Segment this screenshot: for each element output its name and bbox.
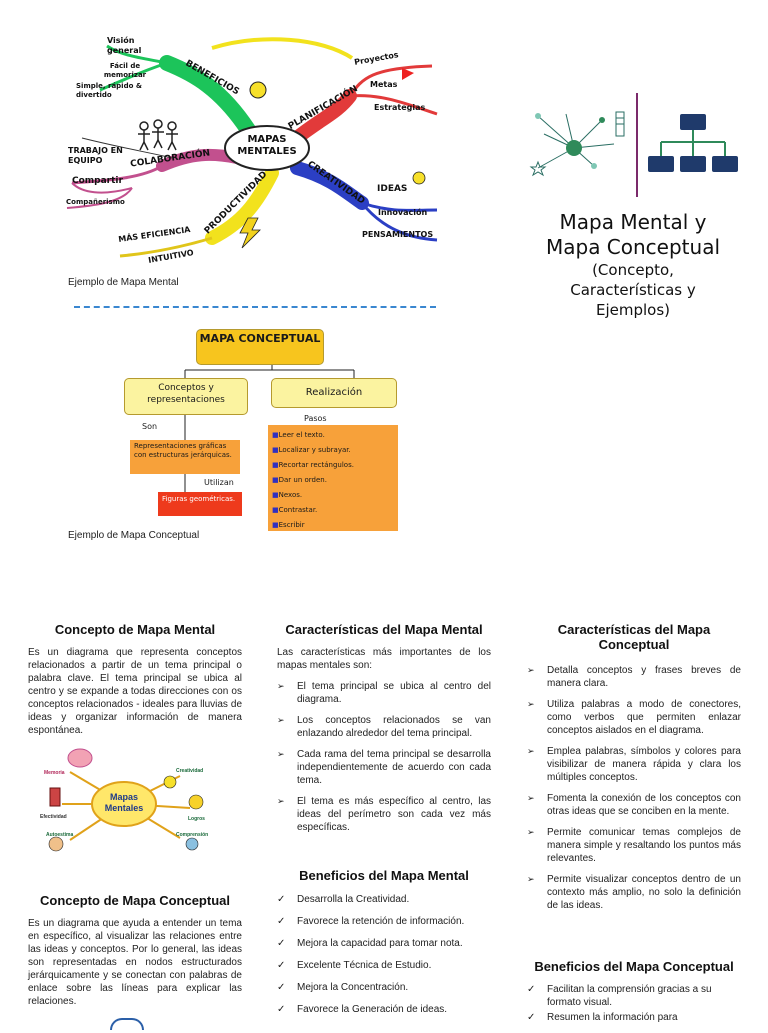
concepto-mapa-mental-text: Es un diagrama que representa conceptos …	[28, 647, 242, 736]
concept-repr-box: Representaciones gráficas con estructura…	[130, 440, 240, 474]
concept-figuras-label: Figuras geométricas.	[162, 495, 236, 503]
beneficios-mapa-mental-list: Desarrolla la Creatividad. Favorece la r…	[277, 893, 491, 1016]
list-item: Detalla conceptos y frases breves de man…	[527, 664, 741, 690]
leaf-facil: Fácil de memorizar	[103, 62, 147, 79]
list-item: Favorece la Generación de ideas.	[277, 1003, 491, 1016]
concept-repr-label: Representaciones gráficas con estructura…	[134, 442, 232, 459]
concept-steps-box: ■Leer el texto. ■Localizar y subrayar. ■…	[268, 425, 398, 531]
beneficios-mapa-conceptual-list: Facilitan la comprensión gracias a su fo…	[527, 983, 741, 1024]
mini-label-creatividad: Creatividad	[176, 768, 204, 774]
org-chart-icon	[648, 114, 738, 172]
document-subtitle: (Concepto, Características y Ejemplos)	[570, 261, 696, 319]
mini-label-efectividad: Efectividad	[40, 814, 67, 820]
leaf-trabajo: TRABAJO EN EQUIPO	[68, 146, 123, 165]
concepto-mapa-conceptual-text: Es un diagrama que ayuda a entender un t…	[28, 918, 242, 1007]
mind-map-center-label: MAPAS MENTALES	[237, 134, 297, 157]
list-item: El tema principal se ubica al centro del…	[277, 680, 491, 706]
concept-map-caption: Ejemplo de Mapa Conceptual	[68, 530, 200, 541]
mini-mind-map-drawing	[48, 748, 204, 852]
step-item: ■Escribir	[272, 521, 305, 529]
leaf-vision: Visión general	[107, 36, 142, 55]
mind-map-caption: Ejemplo de Mapa Mental	[68, 277, 179, 288]
step-item: ■Nexos.	[272, 491, 303, 499]
list-item: Permite visualizar conceptos dentro de u…	[527, 873, 741, 912]
document-title-line2: Mapa Conceptual	[545, 235, 721, 259]
list-item: Favorece la retención de información.	[277, 915, 491, 928]
column-1: Concepto de Mapa Mental Es un diagrama q…	[28, 622, 242, 737]
caracteristicas-mapa-mental-heading: Características del Mapa Mental	[285, 622, 483, 637]
concept-right-label: Realización	[305, 387, 363, 398]
concept-right-node: Realización	[271, 378, 397, 408]
leaf-estrategias: Estrategias	[374, 103, 426, 112]
mini-label-memoria: Memoria	[44, 770, 65, 776]
column-3-lower: Beneficios del Mapa Conceptual Facilitan…	[527, 959, 741, 1033]
column-1-lower: Concepto de Mapa Conceptual Es un diagra…	[28, 893, 242, 1008]
column-3: Características del Mapa Conceptual Deta…	[527, 622, 741, 920]
list-item: Mejora la capacidad para tomar nota.	[277, 937, 491, 950]
step-item: ■Contrastar.	[272, 506, 318, 514]
leaf-pensamientos: PENSAMIENTOS	[362, 230, 434, 239]
caracteristicas-intro: Las características más importantes de l…	[277, 647, 491, 671]
section-divider	[74, 306, 436, 308]
list-item: Los conceptos relacionados se van enlaza…	[277, 714, 491, 740]
concept-map-icon	[646, 112, 740, 176]
leaf-ideas: IDEAS	[377, 184, 408, 194]
mini-label-logros: Logros	[188, 816, 205, 822]
list-item: Mejora la Concentración.	[277, 981, 491, 994]
mind-map-illustration: MAPAS MENTALES BENEFICIOS PLANIFICACIÓN …	[62, 18, 444, 282]
list-item: Permite comunicar temas complejos de man…	[527, 826, 741, 865]
concept-left-node: Conceptos y representaciones	[124, 378, 248, 415]
beneficios-mapa-mental-heading: Beneficios del Mapa Mental	[299, 868, 469, 883]
list-item: Cada rama del tema principal se desarrol…	[277, 748, 491, 787]
concept-root-label: MAPA CONCEPTUAL	[199, 332, 321, 345]
column-2: Características del Mapa Mental Las cara…	[277, 622, 491, 842]
step-item: ■Localizar y subrayar.	[272, 446, 351, 454]
list-item: Excelente Técnica de Estudio.	[277, 959, 491, 972]
list-item: Resumen la información para	[527, 1011, 741, 1024]
list-item: Utiliza palabras a modo de conectores, c…	[527, 698, 741, 737]
mini-label-comprension: Comprensión	[176, 832, 209, 838]
concept-map-illustration: MAPA CONCEPTUAL Conceptos y representaci…	[100, 322, 444, 534]
list-item: Desarrolla la Creatividad.	[277, 893, 491, 906]
step-item: ■Leer el texto.	[272, 431, 325, 439]
document-title-block: Mapa Mental y Mapa Conceptual (Concepto,…	[510, 210, 756, 320]
concept-root: MAPA CONCEPTUAL	[196, 329, 324, 365]
list-item: El tema es más específico al centro, las…	[277, 795, 491, 834]
column-2-lower: Beneficios del Mapa Mental Desarrolla la…	[277, 868, 491, 1025]
concepto-mapa-conceptual-heading: Concepto de Mapa Conceptual	[40, 893, 230, 908]
link-son: Son	[142, 422, 158, 431]
network-icon	[529, 111, 625, 177]
leaf-innovacion: Innovación	[378, 208, 428, 217]
list-item: Fomenta la conexión de los conceptos con…	[527, 792, 741, 818]
leaf-simple: Simple, rápido & divertido	[76, 82, 142, 99]
header-vertical-line	[636, 93, 638, 197]
list-item: Emplea palabras, símbolos y colores para…	[527, 745, 741, 784]
concepto-mapa-mental-heading: Concepto de Mapa Mental	[54, 622, 216, 637]
caracteristicas-mapa-mental-list: El tema principal se ubica al centro del…	[277, 680, 491, 834]
mind-map-drawing	[66, 37, 438, 258]
document-title-line1: Mapa Mental y	[559, 210, 707, 234]
list-item: Facilitan la comprensión gracias a su fo…	[527, 983, 741, 1009]
mind-map-icon	[524, 104, 630, 180]
concept-figuras-box: Figuras geométricas.	[158, 492, 242, 516]
step-item: ■Recortar rectángulos.	[272, 461, 354, 469]
mini-map-center: Mapas Mentales	[104, 792, 144, 813]
beneficios-mapa-conceptual-heading: Beneficios del Mapa Conceptual	[534, 959, 734, 974]
leaf-companerismo: Compañerismo	[66, 198, 125, 206]
caracteristicas-mapa-conceptual-heading: Características del Mapa Conceptual	[557, 622, 711, 652]
leaf-compartir: Compartir	[72, 176, 123, 186]
step-item: ■Dar un orden.	[272, 476, 327, 484]
caracteristicas-mapa-conceptual-list: Detalla conceptos y frases breves de man…	[527, 664, 741, 912]
bottom-icon	[110, 1018, 144, 1030]
leaf-metas: Metas	[370, 80, 398, 89]
link-utilizan: Utilizan	[204, 478, 234, 487]
mini-mind-map: Mapas Mentales Memoria Creatividad Efect…	[40, 744, 216, 856]
link-pasos: Pasos	[304, 414, 327, 423]
concept-left-label: Conceptos y representaciones	[147, 383, 225, 405]
mini-label-autoestima: Autoestima	[46, 832, 74, 838]
